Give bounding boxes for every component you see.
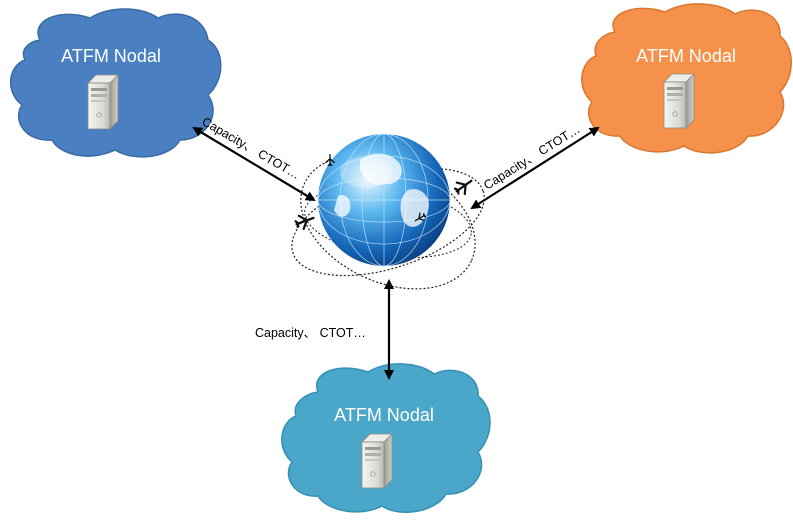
cloud-label-teal: ATFM Nodal	[334, 405, 434, 425]
cloud-node-orange: ATFM Nodal	[581, 3, 792, 154]
airplane-icon	[451, 174, 477, 198]
server-icon	[663, 73, 695, 129]
cloud-label-blue: ATFM Nodal	[61, 46, 161, 66]
server-icon	[87, 74, 119, 130]
cloud-label-orange: ATFM Nodal	[636, 46, 736, 66]
server-icon	[361, 433, 393, 489]
globe-hub	[291, 133, 485, 290]
link-label-teal: Capacity、 CTOT…	[255, 326, 366, 340]
link-label-orange: Capacity、 CTOT…	[481, 122, 582, 193]
cloud-node-teal: ATFM Nodal	[281, 363, 491, 513]
link-arrow-orange	[470, 126, 600, 210]
link-label-blue: Capacity、 CTOT…	[200, 114, 303, 182]
link-arrow-blue	[192, 126, 316, 202]
cloud-node-blue: ATFM Nodal	[9, 8, 222, 158]
